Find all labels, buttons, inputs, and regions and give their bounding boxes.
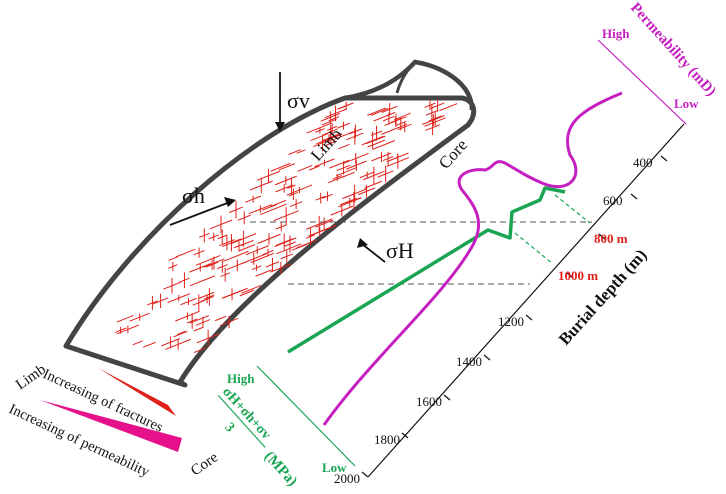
fracture-mark: [250, 252, 275, 264]
depth-tick-label: 600: [603, 193, 623, 208]
depth-tick: [361, 471, 369, 478]
fracture-mark: [189, 275, 216, 287]
stress-high-label: High: [227, 371, 255, 386]
fracture-mark: [173, 330, 188, 338]
permeability-axis: [597, 39, 687, 125]
permeability-axis-title: Permeability (mD): [627, 0, 719, 100]
fracture-mark: [329, 159, 350, 169]
fracture-mark: [373, 111, 396, 122]
depth-tick: [525, 314, 533, 321]
fracture-mark: [176, 330, 186, 336]
depth-axis-title: Burial depth (m): [555, 245, 651, 348]
fracture-mark: [308, 165, 320, 171]
fracture-mark: [278, 163, 295, 171]
fracture-mark: [310, 224, 337, 236]
fracture-mark: [223, 250, 249, 262]
depth-tick: [401, 432, 409, 439]
sigma-h-arrow: [169, 197, 236, 226]
fracture-mark: [364, 180, 382, 189]
sigma-v-label: σv: [287, 88, 310, 113]
stress-curve: [287, 186, 566, 354]
depth-tick: [660, 155, 668, 162]
fracture-mark: [189, 315, 210, 324]
fracture-mark: [241, 284, 262, 294]
permeability-wedge: [40, 400, 182, 452]
permeability-high-label: High: [602, 26, 630, 41]
depth-tick-label: 1400: [456, 354, 482, 369]
fracture-mark: [116, 314, 134, 323]
fold-body: [63, 59, 477, 388]
depth-tick-label: 1600: [416, 394, 442, 409]
fracture-mark: [336, 166, 358, 177]
permeability-curve: [322, 91, 623, 426]
depth-tick: [483, 354, 491, 361]
fracture-mark: [370, 107, 389, 116]
fracture-mark: [296, 239, 317, 249]
depth-axis: 400 600 1200 1400 1600 1800 2000: [334, 123, 685, 486]
depth-1000-marker: 1000 m: [558, 268, 598, 283]
fracture-mark: [338, 143, 350, 150]
fracture-mark: [175, 248, 196, 258]
fracture-mark: [255, 269, 272, 277]
fracture-mark: [372, 140, 395, 150]
fracture-mark: [270, 162, 291, 172]
fracture-mark: [367, 139, 385, 148]
fracture-mark: [310, 133, 329, 142]
fracture-mark: [132, 340, 143, 346]
fracture-mark: [306, 122, 332, 134]
depth-tick: [443, 394, 451, 401]
fracture-mark: [327, 175, 346, 184]
depth-800-marker: 800 m: [594, 231, 628, 246]
fracture-mark: [366, 135, 386, 145]
sigma-v-arrow: [275, 72, 285, 132]
fracture-mark: [260, 203, 287, 215]
legend-core-label: Core: [188, 449, 221, 479]
fracture-mark: [321, 118, 337, 126]
depth-tick: [630, 193, 638, 200]
fracture-mark: [381, 123, 408, 135]
sigma-H-label: σH: [386, 238, 414, 263]
fracture-mark: [324, 140, 337, 147]
fracture-mark: [296, 149, 306, 154]
fracture-mark: [270, 199, 287, 207]
fractures-wedge: [98, 368, 176, 416]
fracture-mark: [342, 171, 355, 178]
stress-low-label: Low: [322, 460, 347, 475]
fracture-mark: [276, 243, 302, 255]
fracture-mark: [297, 164, 313, 172]
depth-tick: [598, 233, 606, 240]
stress-axis: [256, 365, 356, 467]
stress-formula-denominator: 3: [221, 420, 237, 435]
fracture-mark: [367, 107, 386, 116]
stress-axis-title: σH+σh+σv 3 (MPa): [217, 385, 300, 490]
depth-guides: [250, 194, 592, 285]
depth-tick: [566, 272, 574, 279]
depth-tick-label: 1200: [498, 314, 524, 329]
fracture-mark: [333, 130, 356, 140]
depth-tick-label: 2000: [334, 471, 360, 486]
sigma-H-arrow: [357, 238, 386, 263]
fracture-mark: [168, 256, 178, 261]
fracture-mark: [195, 254, 221, 266]
fracture-mark: [142, 341, 156, 348]
fracture-mark: [394, 112, 411, 121]
permeability-low-label: Low: [674, 96, 699, 111]
depth-tick-label: 400: [633, 155, 653, 170]
fracture-mark: [288, 149, 302, 155]
depth-tick-label: 1800: [374, 432, 400, 447]
fracture-mark: [237, 244, 256, 252]
fracture-mark: [193, 327, 203, 332]
fracture-mark: [193, 347, 207, 354]
fracture-marks: [114, 99, 458, 354]
fracture-mark: [239, 289, 255, 297]
sigma-h-label: σh: [182, 183, 205, 208]
stress-unit: (MPa): [261, 448, 300, 489]
fracture-mark: [439, 103, 458, 112]
fracture-mark: [214, 315, 227, 322]
